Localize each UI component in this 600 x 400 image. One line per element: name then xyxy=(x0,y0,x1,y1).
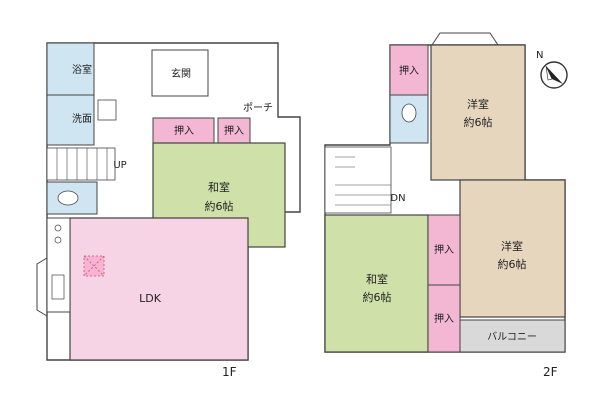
western-room-a-name: 洋室 xyxy=(467,97,489,111)
entrance-label: 玄関 xyxy=(171,67,191,80)
closet-top-2f xyxy=(389,44,429,96)
entrance-room xyxy=(151,49,209,97)
ldk-room xyxy=(69,217,249,361)
bay-window-2f xyxy=(431,32,499,46)
western-room-a-size: 約6帖 xyxy=(464,115,493,129)
stairs-down-label: DN xyxy=(390,193,405,204)
closet-right-label: 押入 xyxy=(224,124,244,137)
bath-label: 浴室 xyxy=(72,63,92,76)
japanese-room-2f xyxy=(324,214,429,353)
compass-n-label: N xyxy=(536,50,543,61)
stairs-1f xyxy=(46,147,116,181)
stairs-up-label: UP xyxy=(113,160,126,171)
japanese-room-1f-size: 約6帖 xyxy=(205,199,234,213)
floor-2f-label: 2F xyxy=(543,365,558,379)
sink-fixture xyxy=(97,99,117,121)
western-room-b-size: 約6帖 xyxy=(498,257,527,271)
washroom-label: 洗面 xyxy=(72,113,92,125)
closet-top-2f-label: 押入 xyxy=(399,64,419,77)
toilet-fixture-2f xyxy=(401,103,417,123)
stairs-2f xyxy=(324,146,392,214)
western-room-a xyxy=(430,44,526,181)
toilet-fixture-1f xyxy=(57,190,79,206)
stove-burner-2 xyxy=(54,236,62,244)
floor-hatch xyxy=(83,255,105,277)
closet-low-2f xyxy=(427,284,461,353)
closet-mid-2f-label: 押入 xyxy=(434,243,454,256)
japanese-room-1f-name: 和室 xyxy=(208,180,230,194)
compass-needle-icon xyxy=(546,66,563,84)
kitchen-sink xyxy=(51,274,65,300)
japanese-room-2f-size: 約6帖 xyxy=(363,290,392,304)
stove-burner-1 xyxy=(54,224,62,232)
second-floor: 押入 洋室 約6帖 物入 DN 洋室 約6帖 和室 約6帖 押入 xyxy=(324,32,566,379)
washroom xyxy=(46,94,95,146)
japanese-room-2f-name: 和室 xyxy=(366,272,388,286)
ldk-label: LDK xyxy=(139,292,162,305)
western-room-b-name: 洋室 xyxy=(501,239,523,253)
bay-window-1f xyxy=(36,257,48,317)
balcony-2f xyxy=(459,319,566,353)
floor-1f-label: 1F xyxy=(222,365,237,379)
compass-needle-tail xyxy=(545,65,553,81)
closet-left xyxy=(152,117,215,144)
compass: N xyxy=(536,50,568,89)
bath-room xyxy=(46,42,95,96)
first-floor: 浴室 洗面 玄関 ポーチ 押入 押入 和室 約6帖 UP xyxy=(36,42,301,379)
closet-left-label: 押入 xyxy=(174,124,194,137)
balcony-label: バルコニー xyxy=(487,331,537,343)
porch-label: ポーチ xyxy=(243,102,273,114)
western-room-b xyxy=(459,179,566,318)
closet-low-2f-label: 押入 xyxy=(434,312,454,325)
